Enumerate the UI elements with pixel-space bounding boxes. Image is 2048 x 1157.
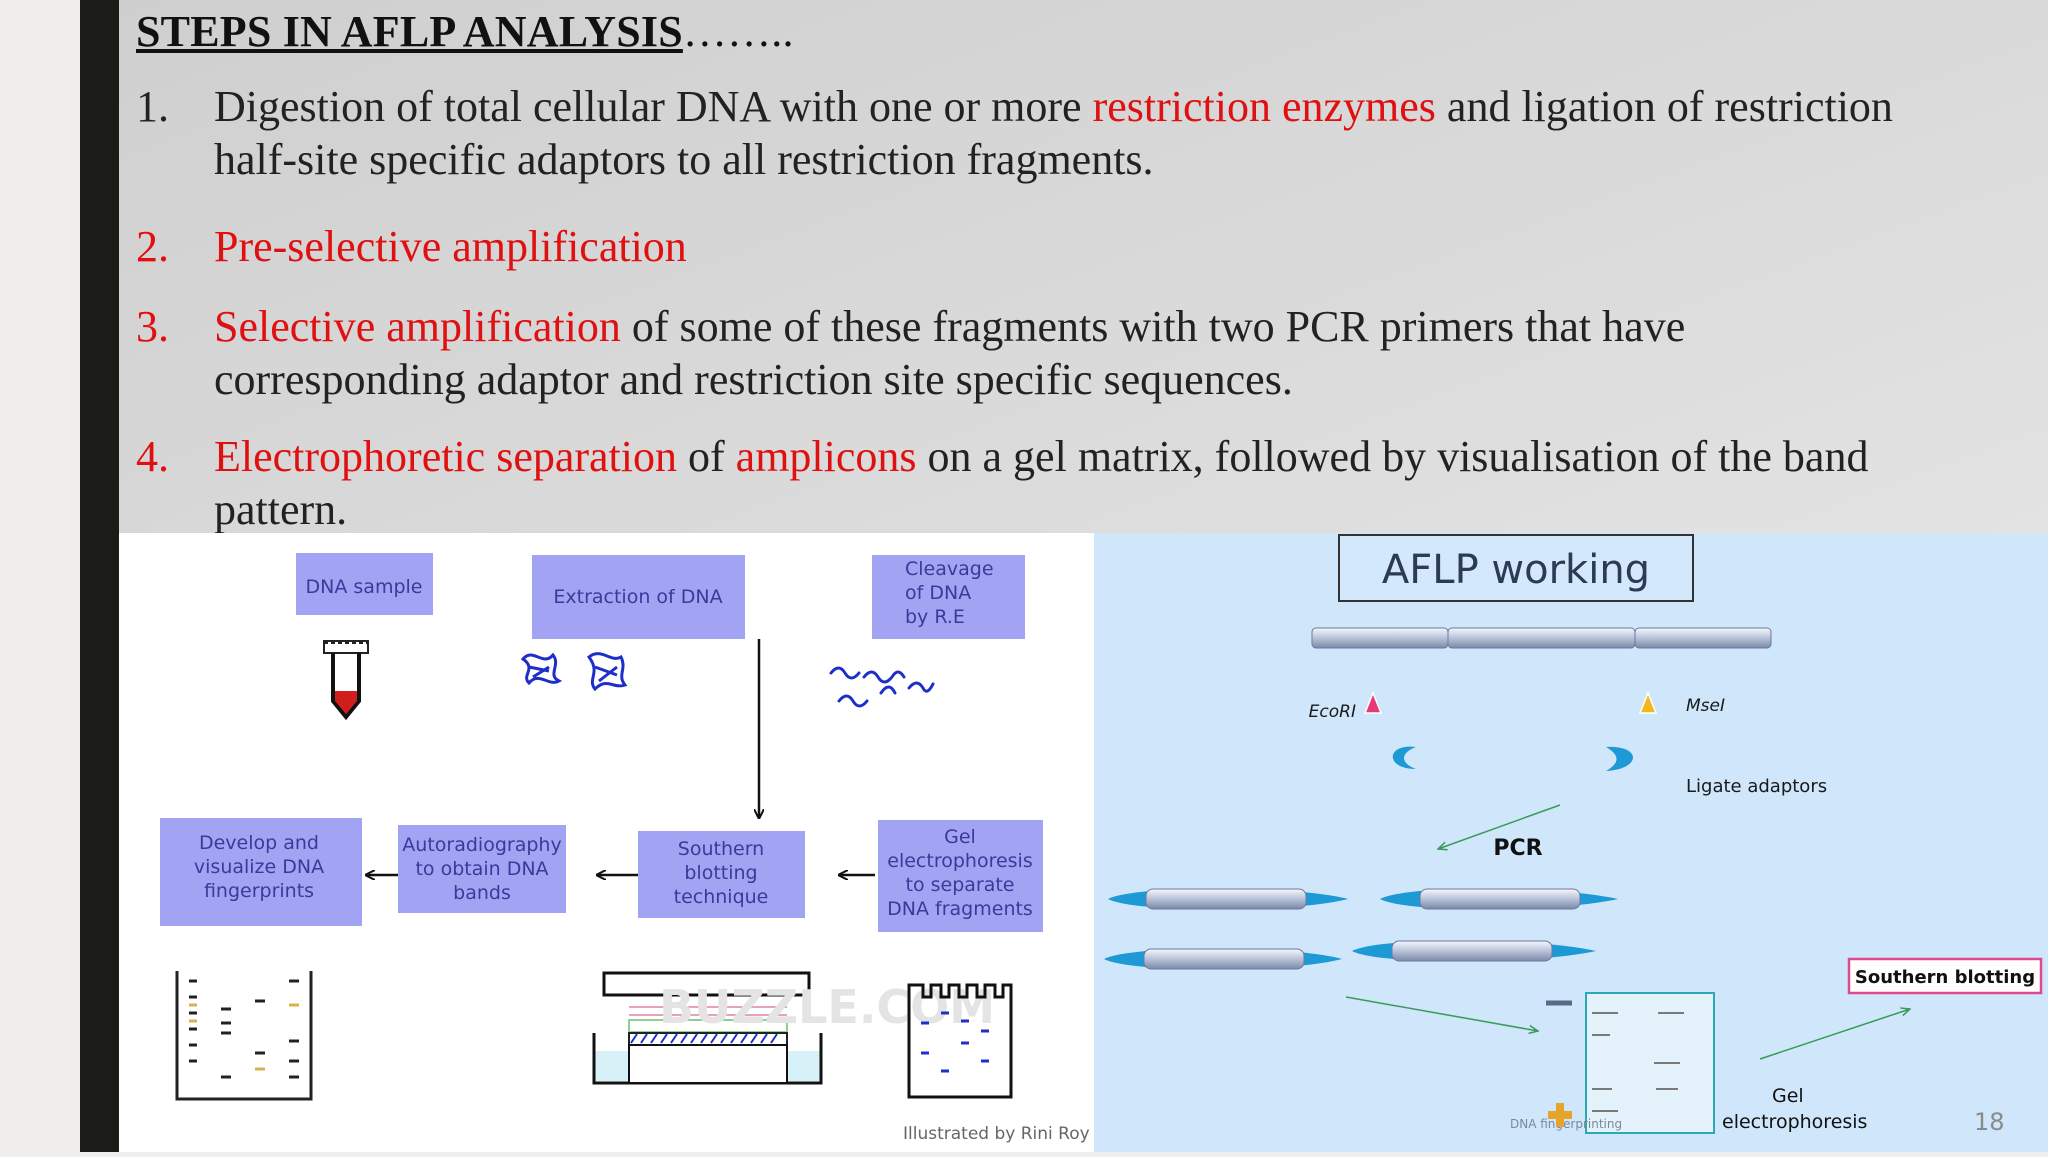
box-label-line: Develop and xyxy=(199,832,319,854)
step-text-line2: corresponding adaptor and restriction si… xyxy=(214,355,1293,404)
box-label-line: fingerprints xyxy=(204,880,314,902)
step-text: Digestion of total cellular DNA with one… xyxy=(214,80,2048,186)
box-dna-sample: DNA sample xyxy=(296,553,433,615)
step-text-part: and ligation of restriction xyxy=(1435,82,1893,131)
box-label-line: to obtain DNA xyxy=(415,858,548,880)
box-extraction: Extraction of DNA xyxy=(532,555,745,639)
step-text: Pre-selective amplification xyxy=(214,220,2048,273)
adaptor-left-icon xyxy=(1392,746,1416,769)
step-text-part: of xyxy=(677,432,736,481)
box-label-line: DNA sample xyxy=(306,576,423,598)
slide-title: STEPS IN AFLP ANALYSIS…….. xyxy=(136,6,794,57)
title-dots: …….. xyxy=(682,7,794,56)
box-label-line: of DNA xyxy=(905,582,971,604)
box-label-line: electrophoresis xyxy=(887,850,1032,872)
box-label-line: by R.E xyxy=(905,606,965,628)
step-number: 3. xyxy=(136,302,169,351)
box-label-line: bands xyxy=(453,882,511,904)
ligate-adaptors-label: Ligate adaptors xyxy=(1686,776,1827,797)
southern-blotting-label: Southern blotting xyxy=(1855,967,2035,988)
dna-fingerprinting-label: DNA fingerprinting xyxy=(1510,1117,1622,1131)
highlight-term: Selective amplification xyxy=(214,302,621,351)
page-number: 18 xyxy=(1974,1108,2005,1136)
fingerprint-gel-icon xyxy=(175,971,313,1101)
aflp-working-panel: AFLP working EcoRI MseI Ligate adaptors … xyxy=(1094,533,2048,1152)
box-label-line: blotting xyxy=(684,862,757,884)
flowchart-diagram: DNA sample Extraction of DNA Cleavageof … xyxy=(160,553,1090,1144)
blotting-apparatus-icon xyxy=(592,971,823,1085)
step-number: 4. xyxy=(136,432,169,481)
comb-gel-icon xyxy=(907,983,1013,1099)
step-number: 1. xyxy=(136,82,169,131)
watermark: BUZZLE.COM xyxy=(659,980,995,1034)
box-label-line: Autoradiography xyxy=(402,834,561,856)
ecori-triangle-icon xyxy=(1363,690,1383,714)
step-text-part: of some of these fragments with two PCR … xyxy=(620,302,1686,351)
southern-blotting-box xyxy=(1847,957,2043,995)
dna-strand-bar xyxy=(1311,627,1772,649)
box-label-line: technique xyxy=(674,886,769,908)
step-text-line2: half-site specific adaptors to all restr… xyxy=(214,135,1154,184)
msei-triangle-icon xyxy=(1638,690,1658,714)
dna-strands-icon xyxy=(520,652,628,692)
box-label-line: Gel xyxy=(944,826,976,848)
box-label-line: Southern xyxy=(678,838,764,860)
box-label-line: Cleavage xyxy=(905,558,994,580)
step-text: Selective amplification of some of these… xyxy=(214,300,2048,406)
step-text-line2: pattern. xyxy=(214,485,348,534)
title-text: STEPS IN AFLP ANALYSIS xyxy=(136,7,683,56)
aflp-title: AFLP working xyxy=(1382,547,1650,593)
dna-fragments-icon xyxy=(829,666,935,708)
msei-label: MseI xyxy=(1686,696,1725,716)
arrow-to-southern xyxy=(1759,1009,1910,1060)
plus-icon xyxy=(1548,1103,1572,1127)
highlight-term: Electrophoretic separation xyxy=(214,432,678,481)
pcr-label: PCR xyxy=(1493,836,1542,861)
box-label-line: Extraction of DNA xyxy=(553,586,722,608)
aflp-diagram: AFLP working EcoRI MseI Ligate adaptors … xyxy=(1104,534,2043,1136)
adaptor-right-icon xyxy=(1606,746,1633,771)
step-text-part: on a gel matrix, followed by visualisati… xyxy=(916,432,1869,481)
step-text: Electrophoretic separation of amplicons … xyxy=(214,430,2048,536)
left-accent-bar xyxy=(80,0,119,1152)
box-label-line: to separate xyxy=(906,874,1015,896)
box-label-line: DNA fragments xyxy=(887,898,1033,920)
arrow-to-pcr xyxy=(1438,804,1561,849)
pcr-products-icon xyxy=(1104,888,1618,970)
aflp-title-box xyxy=(1338,534,1694,602)
gel-icon xyxy=(1585,992,1715,1134)
gel-label-1: Gel xyxy=(1772,1085,1804,1107)
highlight-term: amplicons xyxy=(735,432,917,481)
gel-label-2: electrophoresis xyxy=(1722,1111,1867,1133)
step-number: 2. xyxy=(136,222,169,271)
arrow-to-gel xyxy=(1345,996,1538,1031)
highlight-term: Pre-selective amplification xyxy=(214,222,687,271)
test-tube-icon xyxy=(323,640,369,721)
highlight-term: restriction enzymes xyxy=(1092,82,1436,131)
box-label-line: visualize DNA xyxy=(194,856,324,878)
illustration-credit: Illustrated by Rini Roy xyxy=(903,1124,1090,1144)
step-text-part: Digestion of total cellular DNA with one… xyxy=(214,82,1093,131)
ecori-label: EcoRI xyxy=(1309,702,1356,722)
